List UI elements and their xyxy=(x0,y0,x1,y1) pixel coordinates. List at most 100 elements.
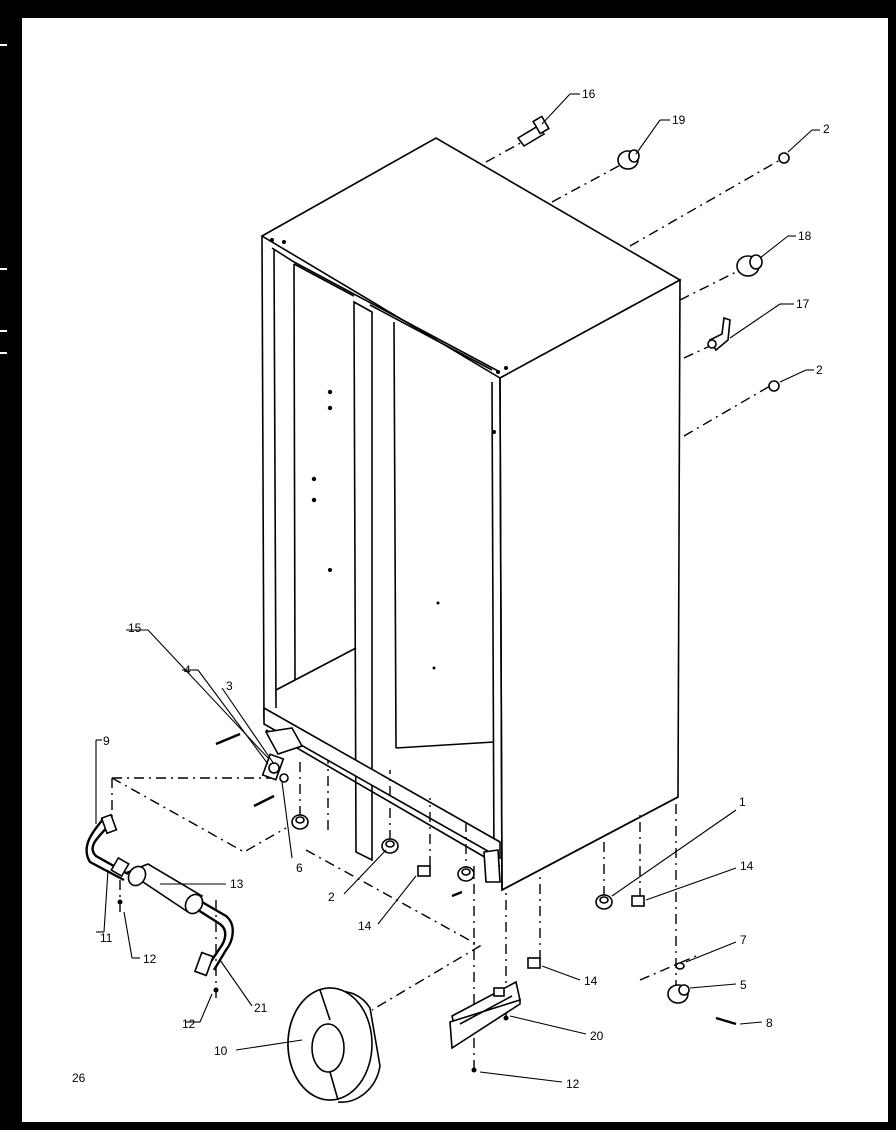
mounting-hole xyxy=(328,568,332,572)
scan-edge-mark xyxy=(0,330,7,332)
assembly-line-10 xyxy=(305,849,482,1011)
corner-dot xyxy=(492,430,496,434)
bushing-18 xyxy=(736,254,763,277)
callout-18: 18 xyxy=(798,229,812,243)
plug-2 xyxy=(768,380,780,392)
callout-9: 9 xyxy=(103,734,110,748)
small-parts xyxy=(85,115,790,1103)
assembly-line-19 xyxy=(551,161,627,203)
callout-2: 2 xyxy=(328,890,335,904)
freezer-bottom-side xyxy=(275,679,296,691)
corner-dot xyxy=(270,238,274,242)
callout-14: 14 xyxy=(358,919,372,933)
roller-left xyxy=(291,814,309,830)
callout-1: 1 xyxy=(739,795,746,809)
roller-center xyxy=(457,866,475,882)
screw-15 xyxy=(215,732,241,746)
screw-12 xyxy=(471,1067,477,1073)
callout-16: 16 xyxy=(582,87,596,101)
assembly-lines xyxy=(111,139,781,1070)
callout-14: 14 xyxy=(740,859,754,873)
screw-12 xyxy=(117,899,123,905)
assembly-line-frame xyxy=(111,777,287,853)
hinge-assembly-3-4 xyxy=(261,753,289,783)
center-mullion xyxy=(353,300,373,862)
hinge-pin-16 xyxy=(516,115,550,148)
inner-top-edge-right xyxy=(369,304,493,371)
callout-5: 5 xyxy=(740,978,747,992)
callout-2: 2 xyxy=(823,122,830,136)
callout-21: 21 xyxy=(254,1001,268,1015)
base-rail xyxy=(263,706,501,860)
corner-dot xyxy=(504,366,508,370)
plug-2 xyxy=(778,152,790,164)
mounting-hole xyxy=(432,666,436,670)
inner-top-edge xyxy=(293,263,355,297)
screw-8 xyxy=(715,1016,737,1026)
assembly-line-2a xyxy=(629,159,781,247)
roller-1 xyxy=(595,894,613,910)
assembly-line-7 xyxy=(639,955,697,981)
screw xyxy=(451,890,463,898)
clip-14 xyxy=(417,865,431,877)
callout-6: 6 xyxy=(296,861,303,875)
screw-12 xyxy=(503,1015,509,1021)
bracket-17 xyxy=(707,316,731,352)
callout-8: 8 xyxy=(766,1016,773,1030)
cabinet-front-corner xyxy=(499,377,503,891)
callout-13: 13 xyxy=(230,877,244,891)
condenser-donut-10 xyxy=(287,987,381,1103)
scan-edge-mark xyxy=(0,352,7,354)
cabinet-front-flange xyxy=(491,381,495,871)
callout-17: 17 xyxy=(796,297,810,311)
mounting-hole xyxy=(311,497,317,503)
scan-edge-mark xyxy=(0,44,7,46)
base-rail-lower xyxy=(265,729,501,867)
clip-14 xyxy=(527,957,541,969)
screw-6 xyxy=(253,794,275,808)
callout-2: 2 xyxy=(816,363,823,377)
fresh-food-back-left xyxy=(393,321,397,749)
mounting-hole xyxy=(327,389,333,395)
inner-back-left xyxy=(293,263,296,681)
front-rim-left xyxy=(273,249,277,709)
leader-lines xyxy=(95,93,820,1083)
corner-dot xyxy=(496,370,500,374)
fresh-food-bottom xyxy=(395,741,495,749)
callout-12: 12 xyxy=(566,1077,580,1091)
callout-11: 11 xyxy=(100,931,113,945)
front-rim-top xyxy=(271,247,501,373)
callout-7: 7 xyxy=(740,933,747,947)
callout-15: 15 xyxy=(128,621,142,635)
freezer-bottom-back xyxy=(294,647,357,681)
callout-labels: 16 19 2 18 17 2 15 4 3 9 6 13 11 12 2 14… xyxy=(72,87,830,1091)
callout-12: 12 xyxy=(182,1017,196,1031)
roller-5 xyxy=(667,984,690,1004)
mounting-hole xyxy=(436,601,440,605)
callout-20: 20 xyxy=(590,1029,604,1043)
bushing-19 xyxy=(617,149,640,170)
washer-7 xyxy=(675,962,685,970)
assembly-line-2b xyxy=(683,385,771,437)
cabinet-right-side xyxy=(499,278,681,892)
mounting-hole xyxy=(327,405,333,411)
callout-4: 4 xyxy=(184,663,191,677)
lower-hinge-bracket-left xyxy=(264,727,304,755)
assembly-line-18 xyxy=(679,269,741,301)
clip-14 xyxy=(631,895,645,907)
callout-3: 3 xyxy=(226,679,233,693)
mounting-hole xyxy=(311,476,317,482)
refrigerator-cabinet xyxy=(260,137,682,892)
drain-tube-assembly xyxy=(85,813,234,977)
lower-hinge-bracket-right xyxy=(483,849,501,883)
scan-edge-mark xyxy=(0,268,7,270)
callout-10: 10 xyxy=(214,1044,228,1058)
callout-14: 14 xyxy=(584,974,598,988)
assembly-line-16 xyxy=(485,139,527,163)
cabinet-right-bottom xyxy=(501,796,679,891)
corner-dot xyxy=(282,240,286,244)
callout-12: 12 xyxy=(143,952,157,966)
plate-20 xyxy=(449,980,521,1050)
